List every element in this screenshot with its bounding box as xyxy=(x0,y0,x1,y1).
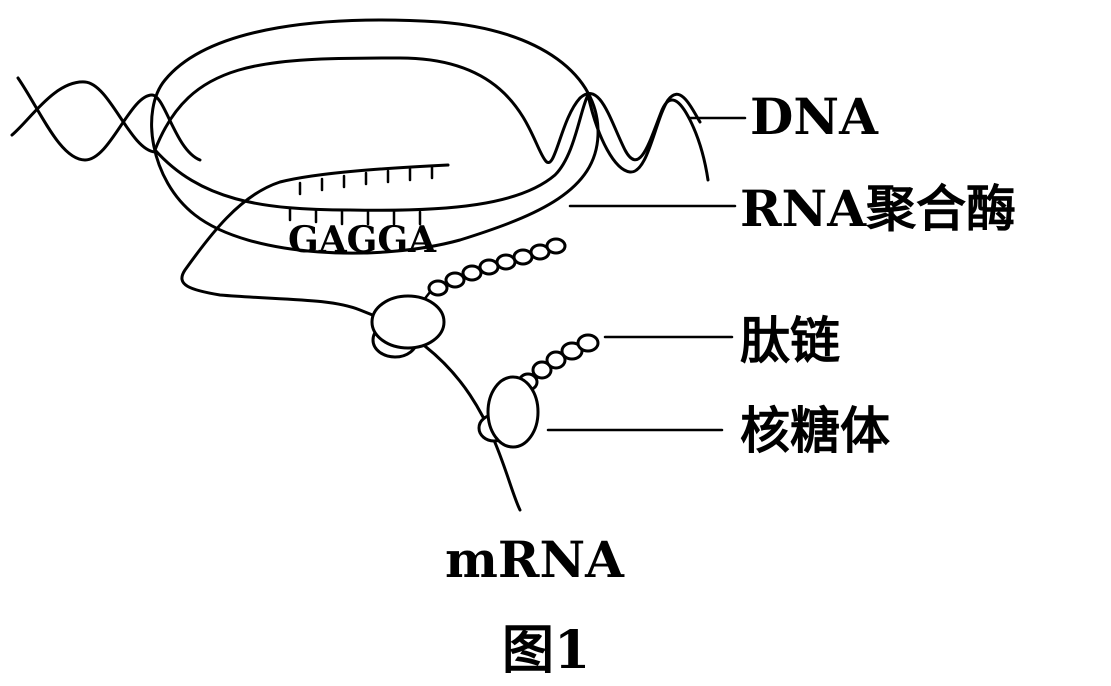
peptide-bead xyxy=(576,333,600,353)
figure-caption: 图1 xyxy=(502,620,590,681)
dna-helix xyxy=(10,56,747,212)
dna-strand-1 xyxy=(16,76,202,162)
label-dna: DNA xyxy=(750,87,879,146)
ribosome-large-subunit xyxy=(370,294,446,350)
dna-strand-upper-unwound xyxy=(153,56,710,182)
ribosome-lower xyxy=(477,333,734,449)
rna-polymerase-bubble xyxy=(150,18,737,255)
dna-strand-2 xyxy=(10,80,157,154)
ribosome-large-subunit xyxy=(486,375,540,449)
peptide-bead xyxy=(427,279,449,297)
peptide-bead xyxy=(545,237,567,255)
rna-polymerase-outline xyxy=(150,18,600,255)
peptide-bead xyxy=(495,253,517,271)
peptide-bead xyxy=(531,360,553,380)
nascent-rna-line xyxy=(180,163,522,512)
peptide-bead xyxy=(478,258,500,276)
template-sequence: GAGGA xyxy=(288,219,437,261)
label-mrna: mRNA xyxy=(445,530,625,589)
label-rna-polymerase: RNA聚合酶 xyxy=(740,179,1016,238)
peptide-bead xyxy=(461,264,483,282)
peptide-bead xyxy=(444,271,466,289)
peptide-bead xyxy=(512,248,534,266)
nascent-rna: GAGGA xyxy=(180,163,522,512)
label-ribosome: 核糖体 xyxy=(740,401,890,460)
label-peptide-chain: 肽链 xyxy=(740,311,840,370)
dna-strand-lower-unwound xyxy=(153,92,702,212)
peptide-bead xyxy=(545,350,567,370)
ribosome-upper xyxy=(370,237,567,359)
template-ticks xyxy=(288,165,434,226)
